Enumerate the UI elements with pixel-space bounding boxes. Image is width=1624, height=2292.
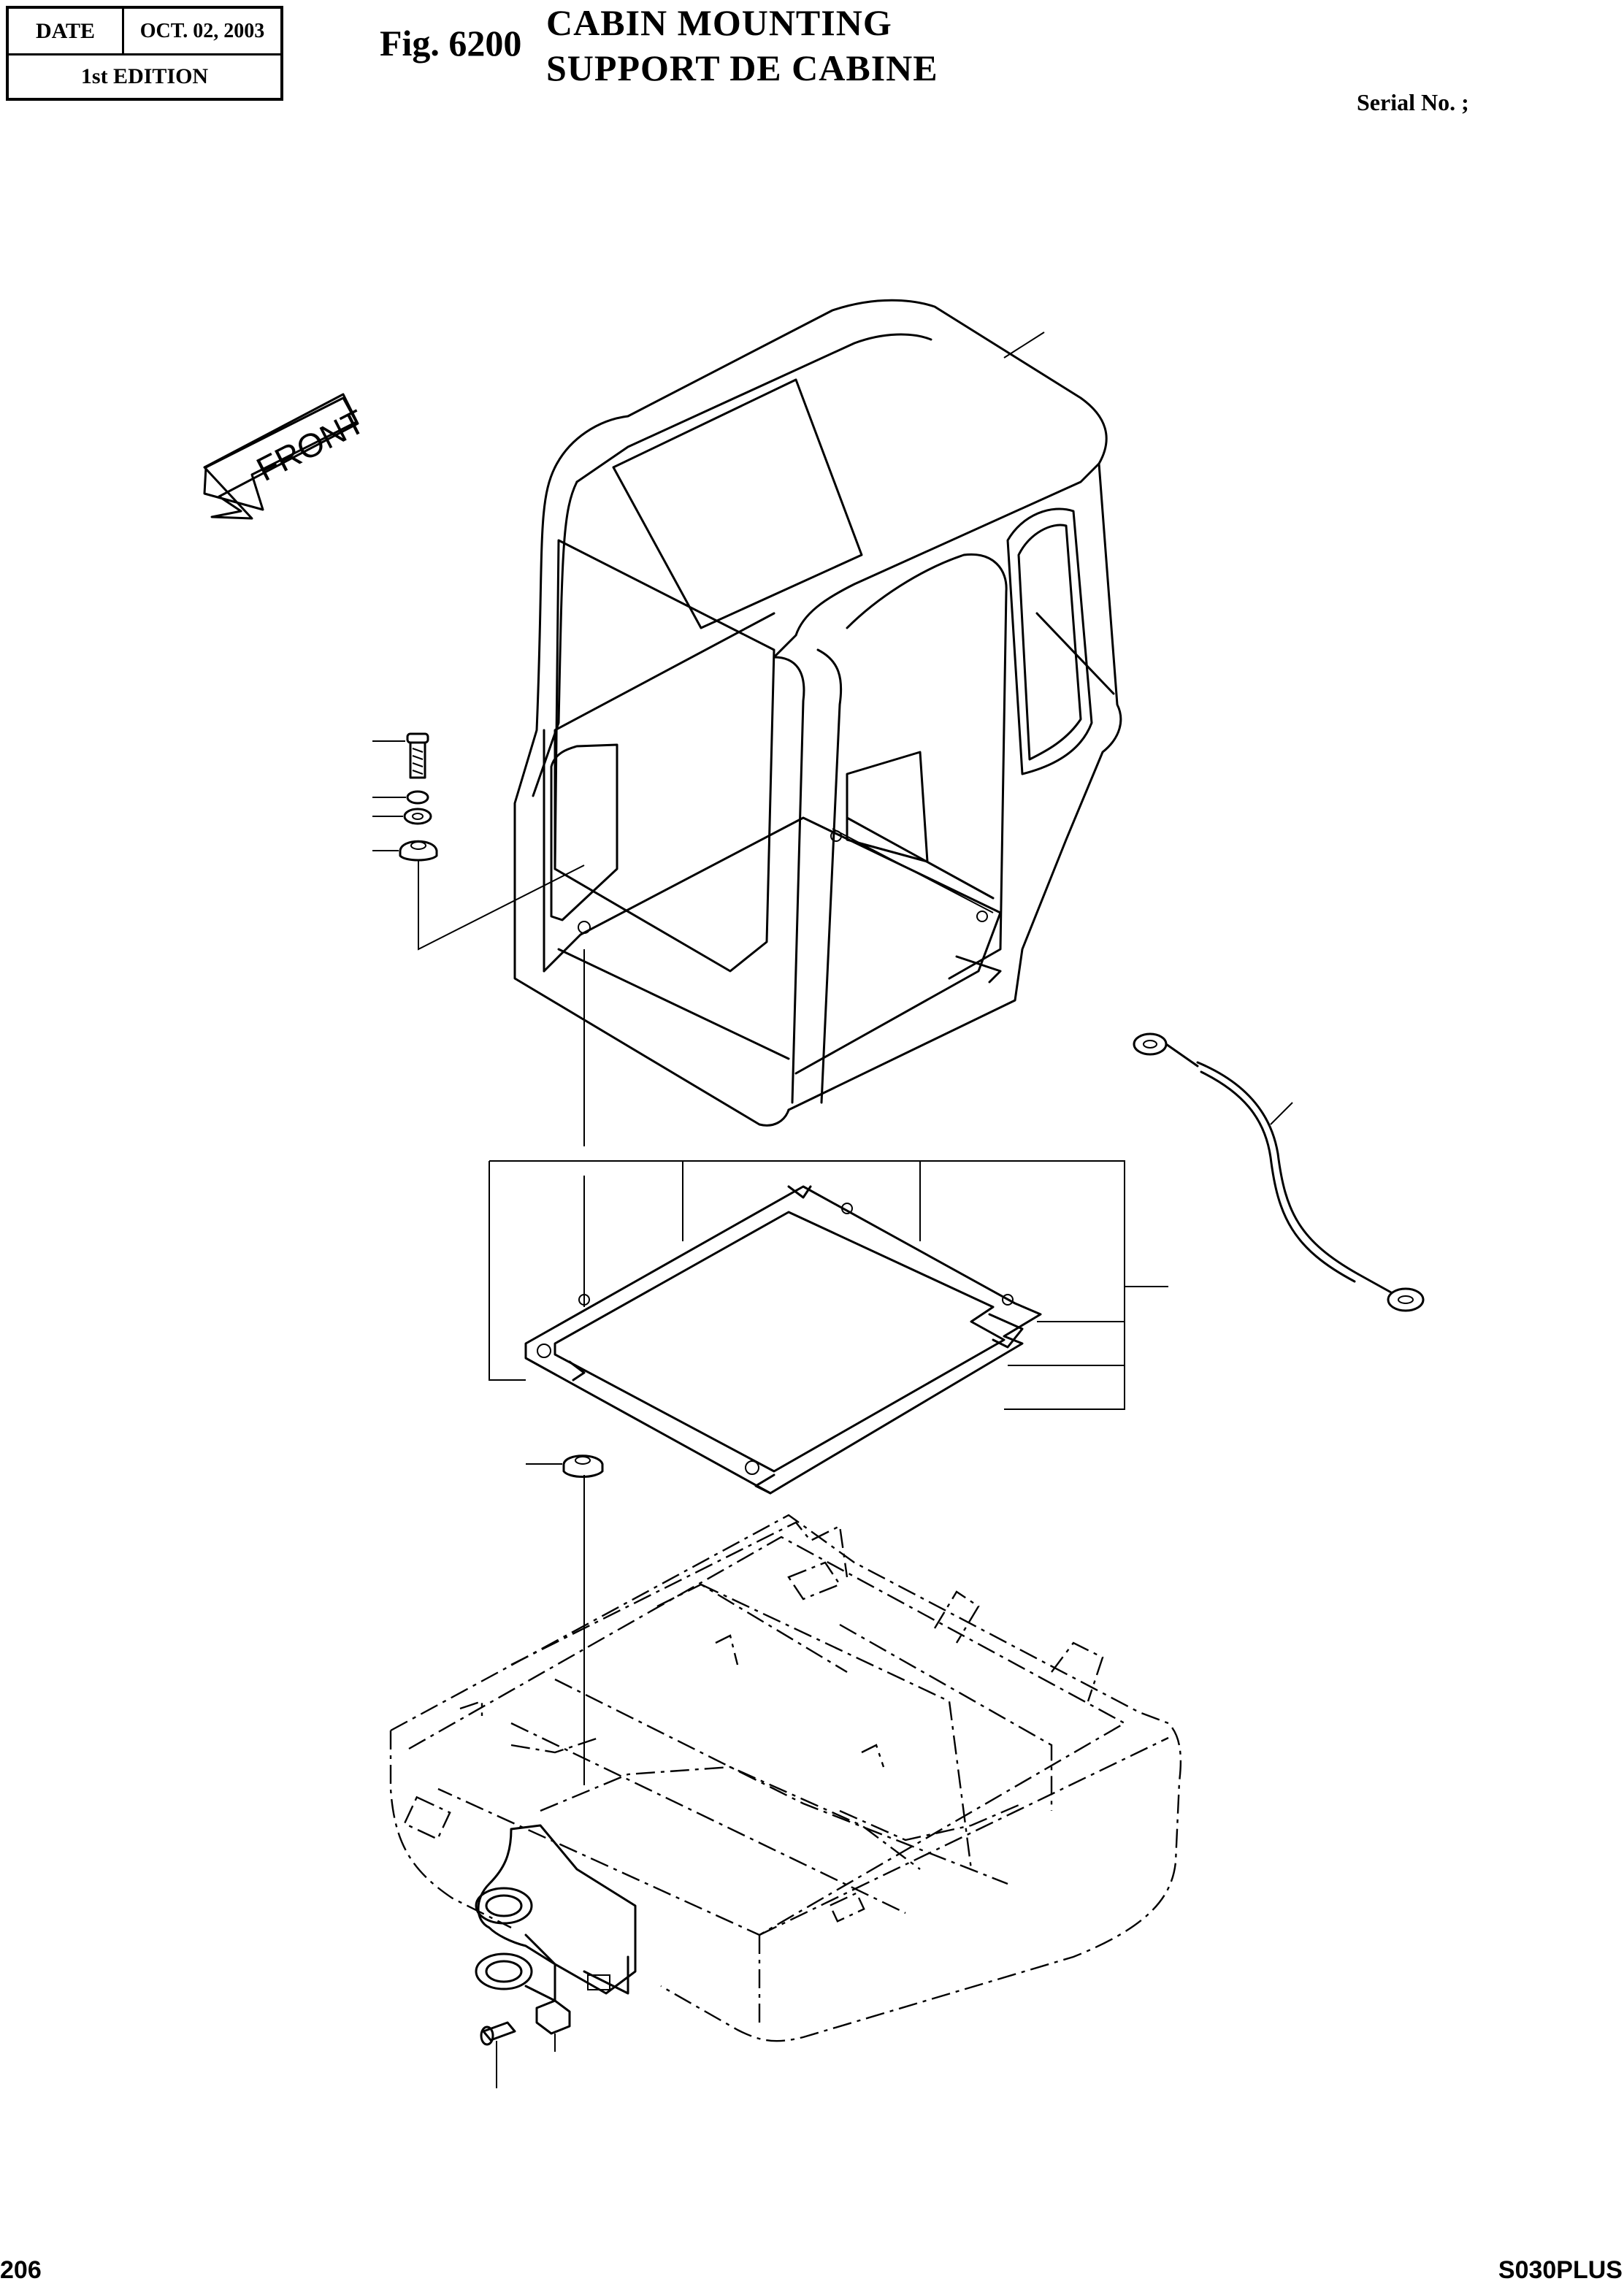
rubber-mount-lower — [526, 1454, 604, 1478]
mounting-frame — [489, 1160, 1168, 1495]
front-arrow-icon: FRONT — [203, 393, 371, 520]
bracket — [475, 1824, 637, 2002]
edition-label: 1st EDITION — [80, 64, 209, 88]
cabin — [513, 299, 1122, 1127]
lower-bolt — [480, 2021, 516, 2088]
serial-number-label: Serial No. ; — [1357, 89, 1469, 115]
flat-washer — [372, 808, 432, 825]
date-edition-box: DATE OCT. 02, 2003 1st EDITION — [6, 6, 283, 101]
ground-cable — [1133, 1032, 1425, 1312]
title-french: SUPPORT DE CABINE — [546, 47, 938, 88]
date-value: OCT. 02, 2003 — [139, 20, 265, 42]
date-row: DATE OCT. 02, 2003 — [9, 9, 280, 55]
upper-frame — [389, 1514, 1182, 2042]
spring-washer — [372, 790, 429, 805]
figure-number: Fig. 6200 — [380, 23, 522, 64]
rubber-mount-upper — [372, 840, 585, 951]
title-english: CABIN MOUNTING — [546, 2, 892, 43]
model-name: S030PLUS — [1498, 2256, 1623, 2284]
cabin-bolt — [372, 732, 429, 779]
page-number: 206 — [0, 2256, 42, 2284]
small-bracket — [535, 1999, 571, 2052]
date-label: DATE — [9, 9, 124, 53]
